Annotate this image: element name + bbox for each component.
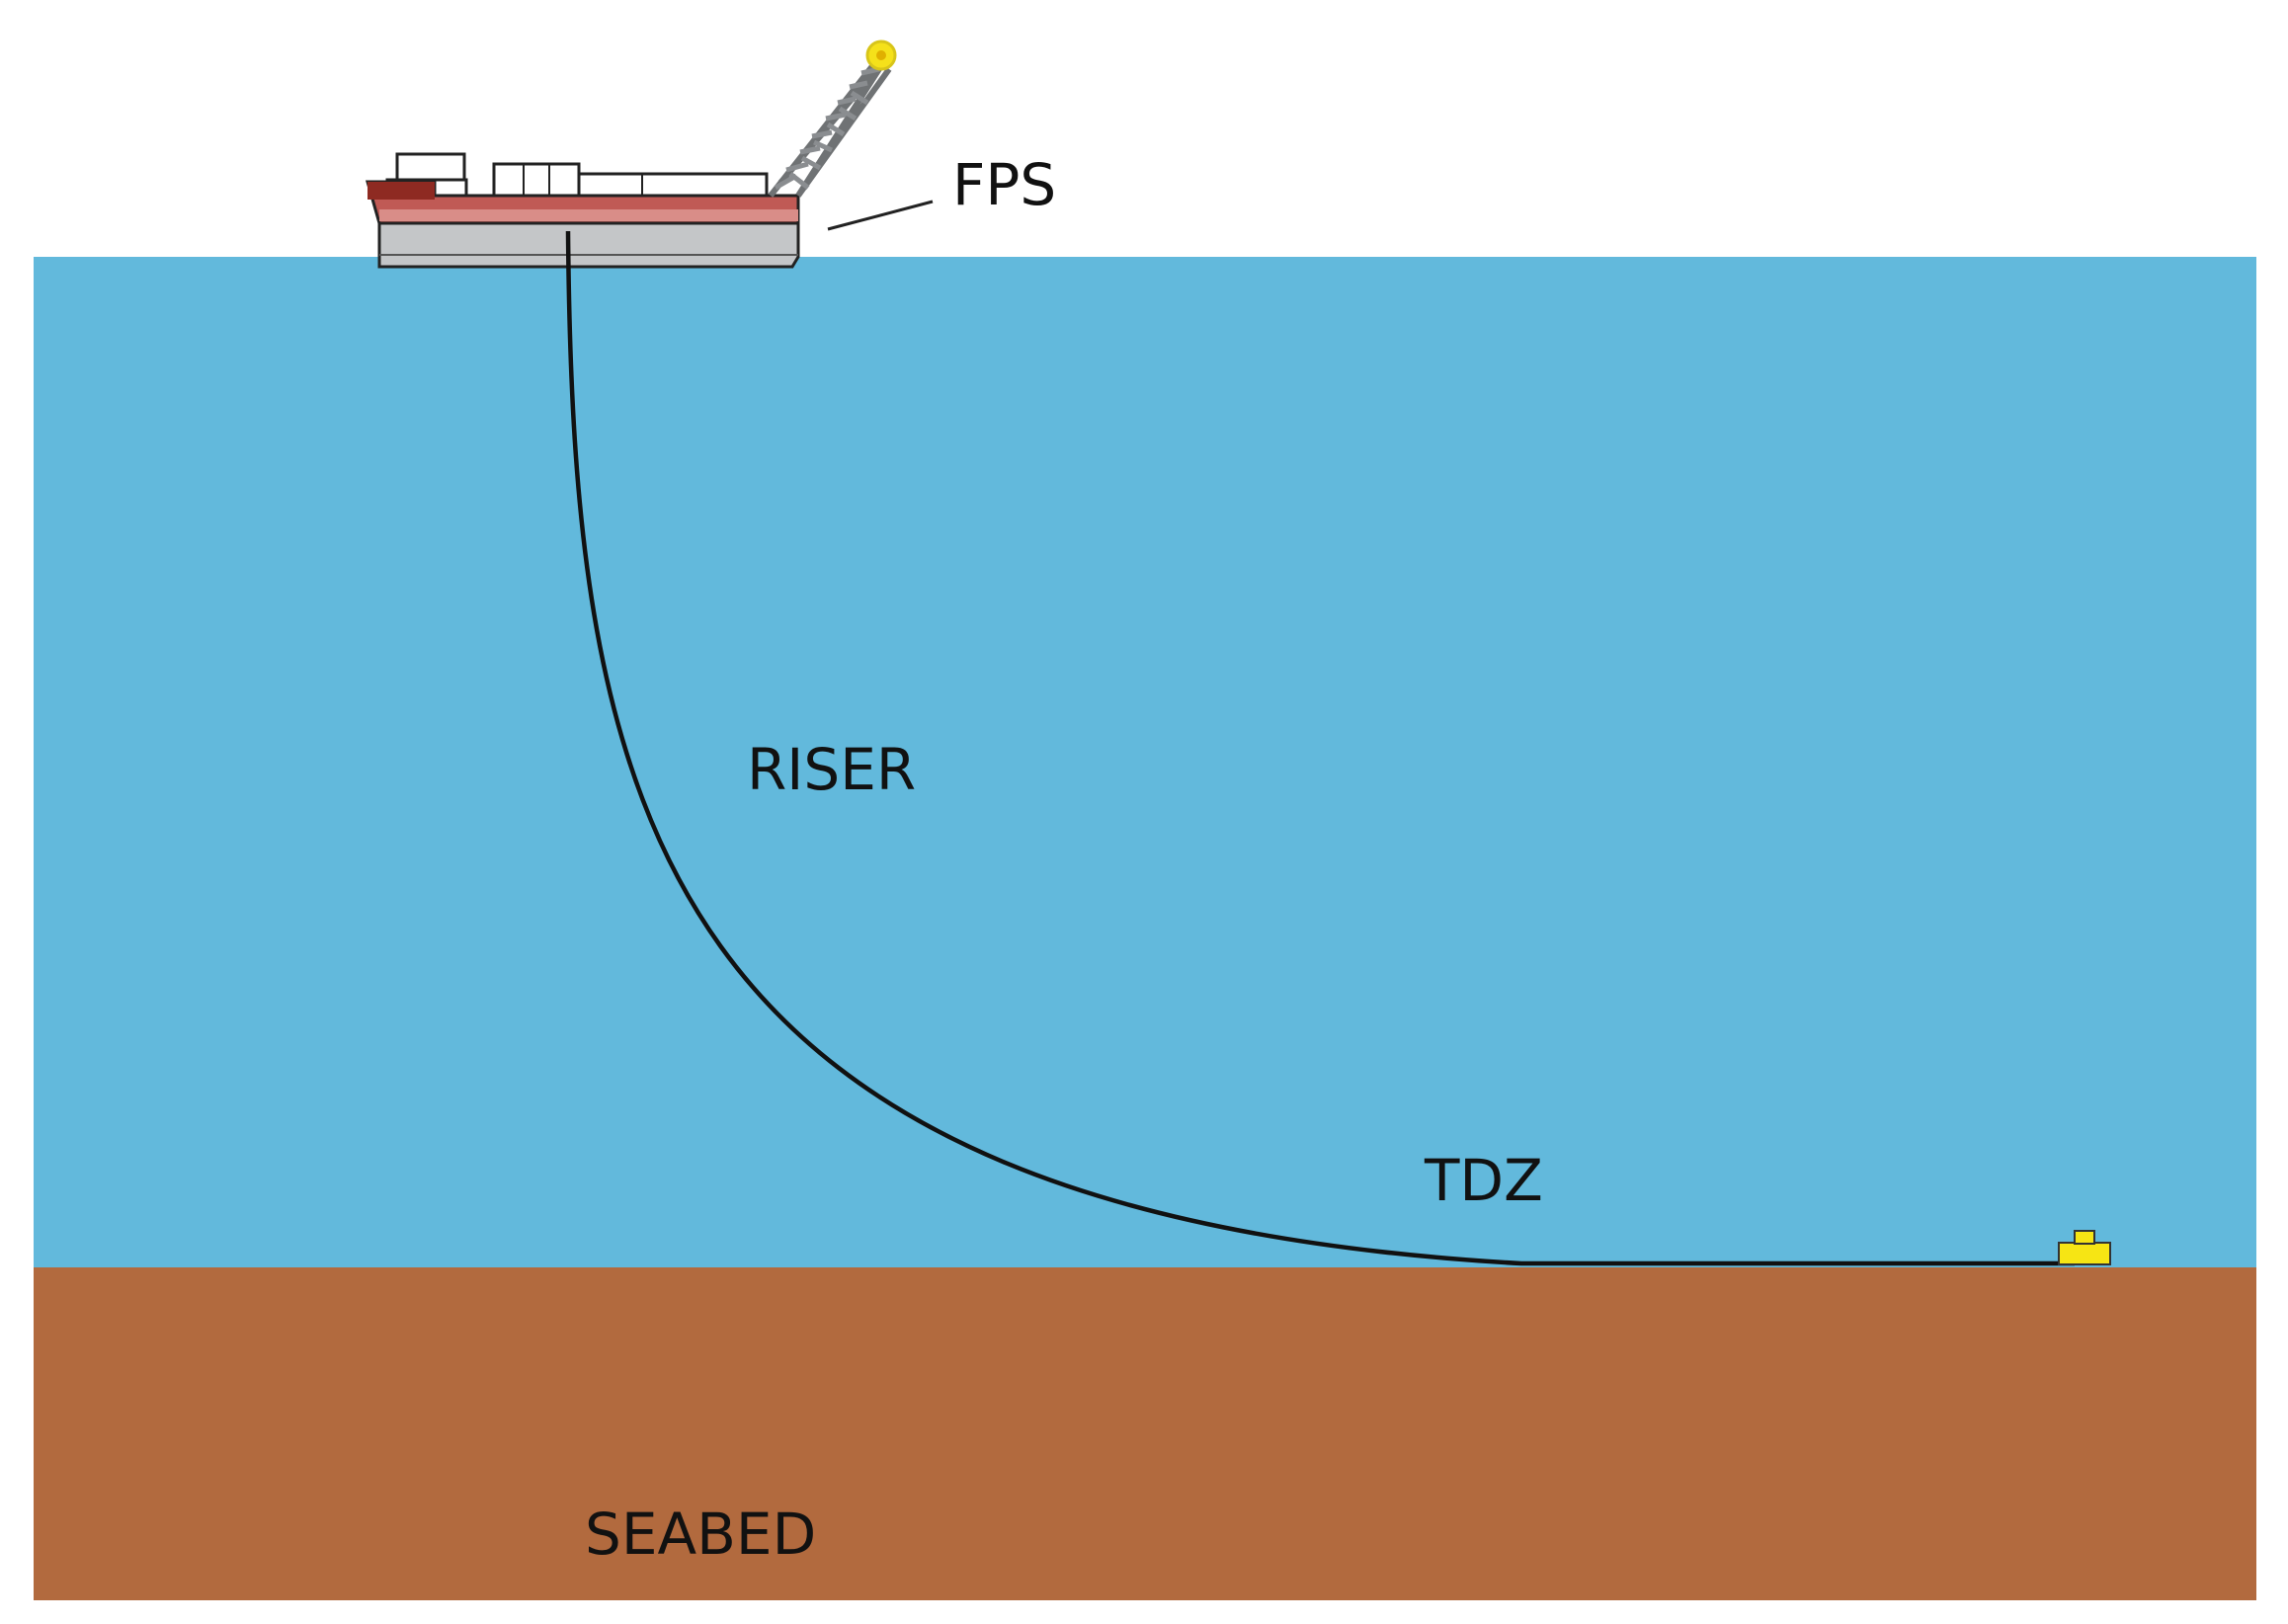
hull-bow-dark [368, 182, 435, 200]
seabed [34, 1267, 2256, 1600]
riser-line [565, 230, 2075, 1266]
bridge-house [395, 152, 466, 184]
riser-label: RISER [747, 736, 917, 803]
hull-lower [377, 221, 800, 269]
deck-module [492, 162, 581, 198]
anchor-block-icon [2058, 1230, 2111, 1265]
deck-module [577, 172, 769, 198]
fps-vessel-icon [366, 152, 800, 269]
tdz-label: TDZ [1425, 1147, 1543, 1214]
crane-icon [768, 40, 897, 198]
fps-label: FPS [952, 151, 1057, 218]
sea-water [34, 257, 2256, 1267]
seabed-label: SEABED [585, 1501, 817, 1568]
hull-stripe [379, 209, 798, 221]
fps-leader-line [827, 200, 934, 231]
